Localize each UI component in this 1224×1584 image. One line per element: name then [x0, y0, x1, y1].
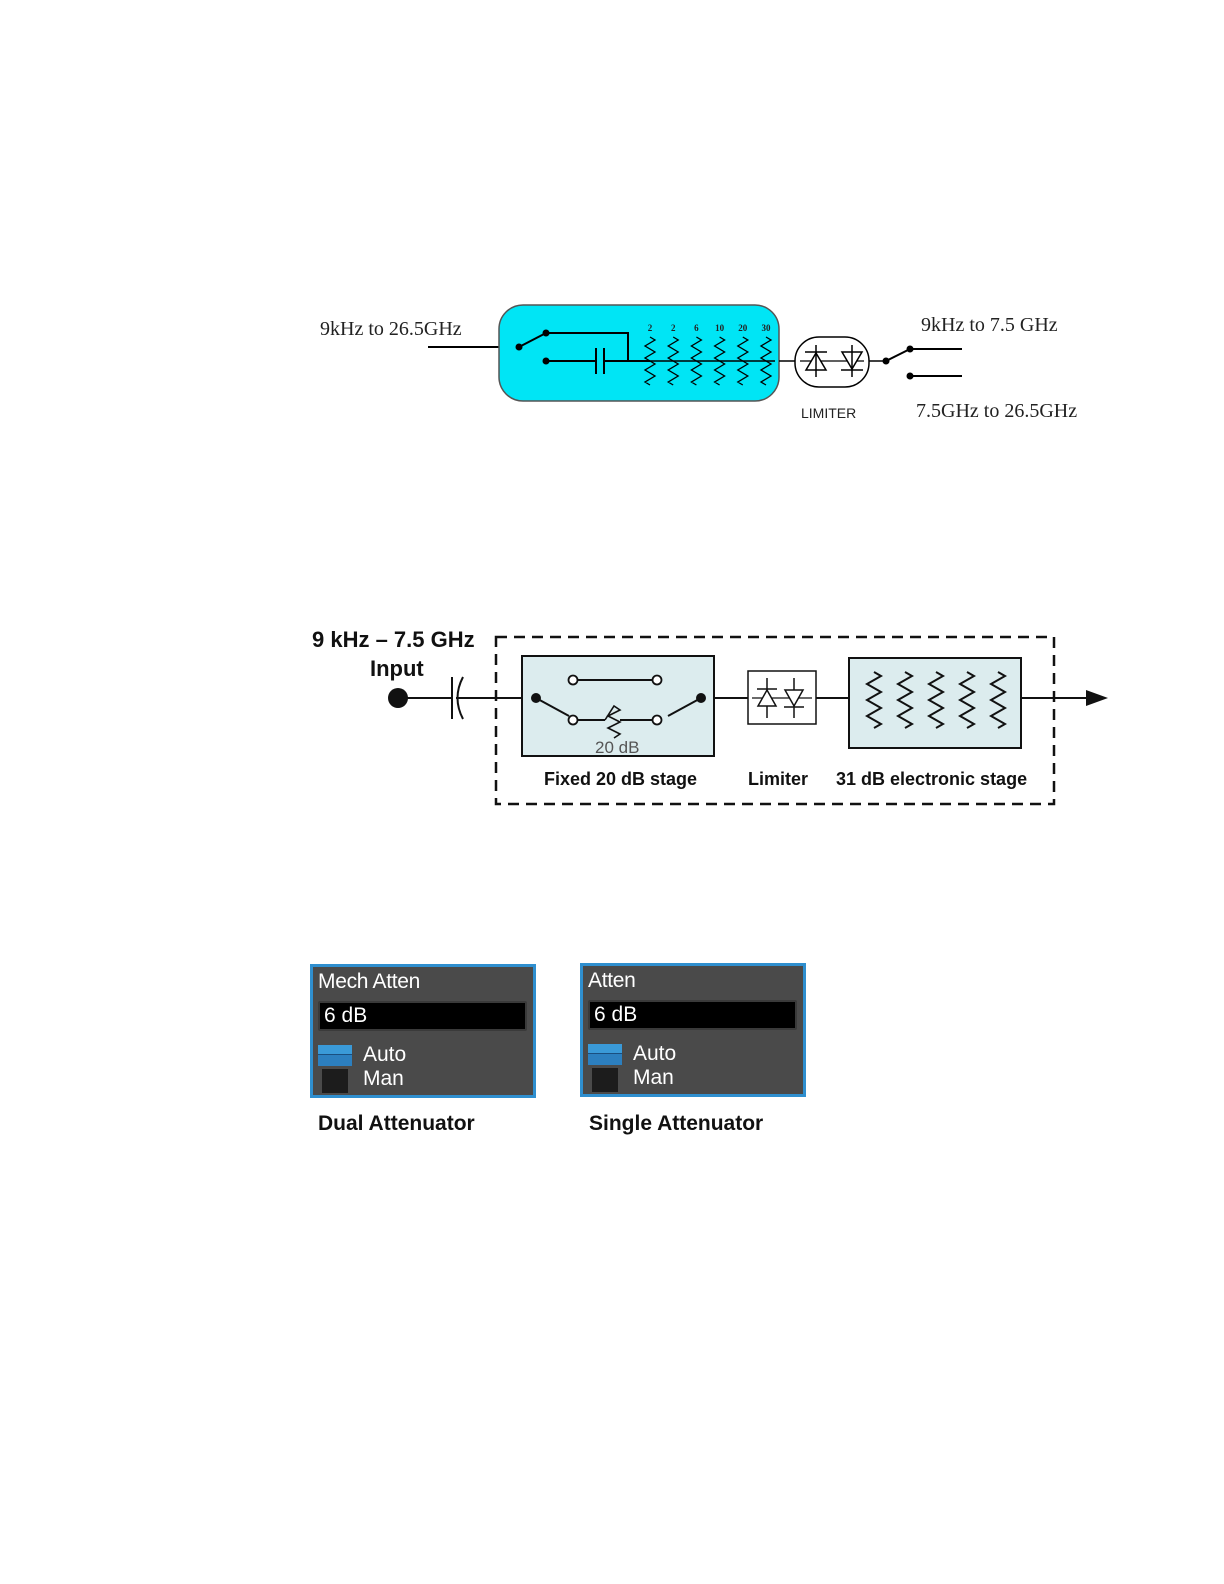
step-label: 10	[715, 323, 725, 333]
output-arrow-icon	[1086, 690, 1108, 706]
option-auto[interactable]: Auto	[363, 1043, 406, 1067]
electronic-stage-label: 31 dB electronic stage	[836, 769, 1027, 789]
limiter-symbol	[748, 671, 816, 724]
atten-value-field[interactable]: 6 dB	[588, 1000, 797, 1030]
auto-selected-indicator	[318, 1045, 352, 1067]
auto-selected-indicator	[588, 1044, 622, 1066]
attenuator-block	[499, 305, 779, 401]
softkey-title: Mech Atten	[318, 970, 420, 994]
fixed-stage-label: Fixed 20 dB stage	[544, 769, 697, 789]
mech-atten-softkey[interactable]: Mech Atten 6 dB Auto Man	[310, 964, 536, 1098]
limiter-symbol	[795, 337, 869, 387]
panel-caption: Single Attenuator	[589, 1112, 763, 1136]
man-unselected-indicator	[322, 1069, 348, 1093]
input-label: Input	[370, 656, 424, 681]
option-man[interactable]: Man	[363, 1067, 404, 1091]
output-low-label: 9kHz to 7.5 GHz	[921, 314, 1058, 336]
panel-caption: Dual Attenuator	[318, 1112, 475, 1136]
electronic-attenuator-diagram: 9 kHz – 7.5 GHz Input 20 dB Fixed 20 dB …	[0, 600, 1224, 830]
softkey-title: Atten	[588, 969, 636, 993]
limiter-label: Limiter	[748, 769, 808, 789]
step-label: 30	[762, 323, 772, 333]
fixed-stage-value: 20 dB	[595, 738, 639, 757]
input-range-label: 9 kHz – 7.5 GHz	[312, 627, 475, 652]
atten-softkey[interactable]: Atten 6 dB Auto Man	[580, 963, 806, 1097]
step-label: 6	[694, 323, 699, 333]
step-label: 2	[648, 323, 653, 333]
atten-value-field[interactable]: 6 dB	[318, 1001, 527, 1031]
man-unselected-indicator	[592, 1068, 618, 1092]
step-label: 20	[738, 323, 748, 333]
mechanical-attenuator-diagram: 9kHz to 26.5GHz 2 2 6 10 20 30 LIMITER 9kHz t…	[0, 0, 1224, 460]
option-man[interactable]: Man	[633, 1066, 674, 1090]
output-high-label: 7.5GHz to 26.5GHz	[916, 400, 1077, 422]
option-auto[interactable]: Auto	[633, 1042, 676, 1066]
input-range-label: 9kHz to 26.5GHz	[320, 318, 462, 340]
step-label: 2	[671, 323, 676, 333]
limiter-label: LIMITER	[801, 405, 856, 421]
